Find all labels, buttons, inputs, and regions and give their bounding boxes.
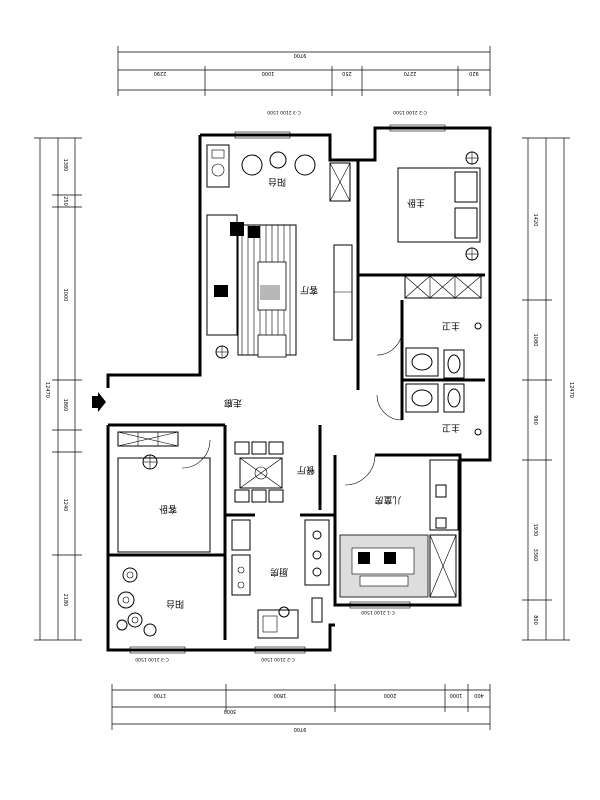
window-tag-top-left: C-3 2100 1500 xyxy=(267,109,301,115)
windows xyxy=(129,124,446,654)
label-balcony-bottom: 阳台 xyxy=(166,598,184,610)
dining-furniture xyxy=(117,431,284,503)
window-tag-top-right: C-2 2100 1500 xyxy=(393,109,427,115)
kids-room-furniture xyxy=(339,454,459,598)
entrance-arrow-icon xyxy=(92,392,106,412)
window-tags: C-3 2100 1500 C-2 2100 1500 C-3 2100 150… xyxy=(135,109,427,662)
window-tag-bottom-mid: C-2 2100 1500 xyxy=(261,656,295,662)
dim-left-seg-4: 1860 xyxy=(62,399,68,412)
room-labels: 阳台 主卧 客厅 主卫 走廊 主卫 餐厅 儿童房 客卧 厨房 阳台 xyxy=(159,176,460,610)
window-tag-bottom-left: C-3 2100 1500 xyxy=(135,656,169,662)
dim-top-seg-5: 920 xyxy=(469,70,479,76)
dim-right-seg-3: 990 xyxy=(532,415,538,425)
dim-top-seg-1: 2290 xyxy=(154,70,167,76)
dim-left-total: 12470 xyxy=(44,382,50,398)
bathroom-fixtures xyxy=(376,322,482,436)
walls xyxy=(106,126,492,652)
dim-right-seg-2: 1080 xyxy=(532,334,538,347)
dim-left-seg-5: 1240 xyxy=(62,499,68,512)
dim-bottom-seg-3: 2000 xyxy=(384,692,397,698)
label-living-room: 客厅 xyxy=(300,284,318,296)
kitchen-furniture xyxy=(231,519,330,639)
label-bath-lower: 主卫 xyxy=(442,422,460,434)
label-kids-room: 儿童房 xyxy=(374,494,401,506)
dim-right-total: 12470 xyxy=(568,382,574,398)
dim-right-seg-1: 1420 xyxy=(532,214,538,227)
dim-right-seg-5: 3360 xyxy=(532,549,538,562)
label-master-bedroom: 主卧 xyxy=(407,197,425,209)
dim-bottom-total: 9700 xyxy=(294,726,307,732)
dim-left-seg-3: 1000 xyxy=(62,289,68,302)
window-tag-bottom-right: C-1 2100 1500 xyxy=(361,609,395,615)
label-bath-upper: 主卫 xyxy=(442,320,460,332)
dim-left-seg-6: 2180 xyxy=(62,594,68,607)
master-bedroom-furniture xyxy=(397,151,482,299)
dim-top-seg-4: 2270 xyxy=(404,70,417,76)
guest-bedroom-furniture xyxy=(117,454,211,553)
dimension-texts: 9700 2290 1000 250 2270 920 1700 1800 20… xyxy=(44,52,574,732)
plant-cluster xyxy=(116,567,157,637)
dim-bottom-seg-4: 1000 xyxy=(450,692,463,698)
label-balcony-top: 阳台 xyxy=(268,176,286,188)
dim-bottom-seg-5: 400 xyxy=(474,692,484,698)
dim-bottom-total-2: 3000 xyxy=(224,708,237,714)
label-dining: 餐厅 xyxy=(297,464,315,476)
label-corridor: 走廊 xyxy=(224,397,242,409)
dim-top-seg-2: 1000 xyxy=(262,70,275,76)
dim-left-seg-1: 1380 xyxy=(62,159,68,172)
dim-bottom-seg-1: 1700 xyxy=(154,692,167,698)
dim-right-seg-4: 1930 xyxy=(532,524,538,537)
balcony-furniture xyxy=(206,144,351,202)
dim-left-seg-2: 250 xyxy=(62,196,68,206)
dim-top-seg-3: 250 xyxy=(342,70,352,76)
dim-right-seg-6: 800 xyxy=(532,615,538,625)
label-kitchen: 厨房 xyxy=(270,566,288,578)
dim-bottom-seg-2: 1800 xyxy=(274,692,287,698)
dimension-lines xyxy=(34,46,570,730)
dim-top-total: 9700 xyxy=(294,52,307,58)
living-room-furniture xyxy=(206,214,353,359)
label-bedroom: 客卧 xyxy=(159,503,177,515)
